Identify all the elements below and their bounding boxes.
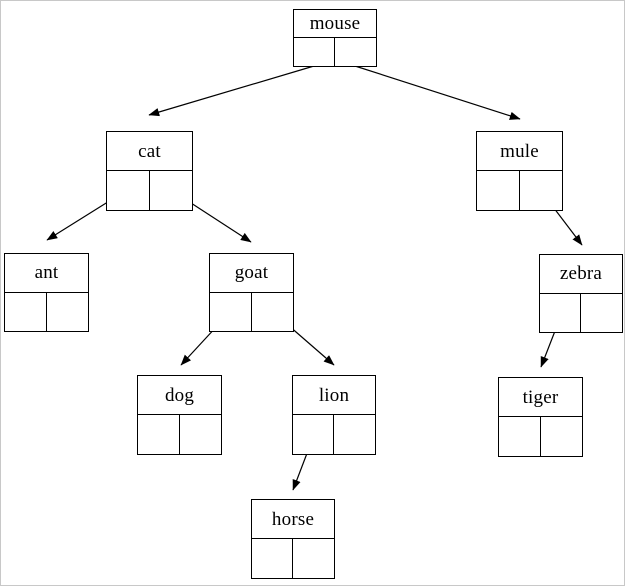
node-left-pointer-zebra[interactable] [540,293,581,332]
node-right-pointer-horse[interactable] [293,539,334,578]
node-left-pointer-goat[interactable] [210,292,252,331]
node-label-horse: horse [252,500,334,539]
node-right-pointer-goat[interactable] [252,293,294,332]
node-left-pointer-dog[interactable] [138,415,180,454]
edge-mouse-left-to-cat [148,65,315,117]
node-right-pointer-tiger[interactable] [541,417,583,456]
node-right-pointer-zebra[interactable] [581,294,622,333]
node-pointers-horse [252,539,334,578]
node-left-pointer-cat[interactable] [107,171,150,210]
edge-mouse-right-to-mule [354,65,521,120]
node-pointers-cat [107,171,192,210]
tree-node-tiger[interactable]: tiger [498,377,583,457]
node-label-tiger: tiger [499,378,582,417]
node-label-zebra: zebra [540,255,622,294]
tree-node-mule[interactable]: mule [476,131,563,211]
tree-node-cat[interactable]: cat [106,131,193,211]
node-right-pointer-mule[interactable] [520,171,563,210]
tree-node-ant[interactable]: ant [4,253,89,332]
tree-node-dog[interactable]: dog [137,375,222,455]
node-pointers-zebra [540,293,622,333]
node-label-dog: dog [138,376,221,415]
node-left-pointer-tiger[interactable] [499,417,541,456]
node-pointers-goat [210,292,294,332]
node-left-pointer-horse[interactable] [252,539,293,578]
node-left-pointer-mouse[interactable] [294,38,335,66]
node-pointers-mouse [294,38,376,66]
node-pointers-tiger [499,417,582,456]
node-pointers-mule [477,171,562,210]
tree-node-zebra[interactable]: zebra [539,254,623,333]
node-right-pointer-dog[interactable] [180,415,222,454]
node-left-pointer-ant[interactable] [5,292,47,331]
node-right-pointer-ant[interactable] [47,293,89,332]
tree-node-mouse[interactable]: mouse [293,9,377,67]
node-pointers-ant [5,292,89,332]
tree-node-lion[interactable]: lion [292,375,376,455]
node-pointers-dog [138,415,221,454]
node-left-pointer-lion[interactable] [293,415,334,454]
node-label-cat: cat [107,132,192,171]
node-label-lion: lion [293,376,375,415]
node-label-mule: mule [477,132,562,171]
node-label-ant: ant [5,254,88,293]
tree-node-horse[interactable]: horse [251,499,335,579]
node-label-mouse: mouse [294,10,376,38]
node-label-goat: goat [210,254,293,293]
node-pointers-lion [293,415,375,454]
tree-node-goat[interactable]: goat [209,253,294,332]
node-left-pointer-mule[interactable] [477,171,520,210]
node-right-pointer-mouse[interactable] [335,38,376,66]
node-right-pointer-cat[interactable] [150,171,193,210]
node-right-pointer-lion[interactable] [334,415,375,454]
